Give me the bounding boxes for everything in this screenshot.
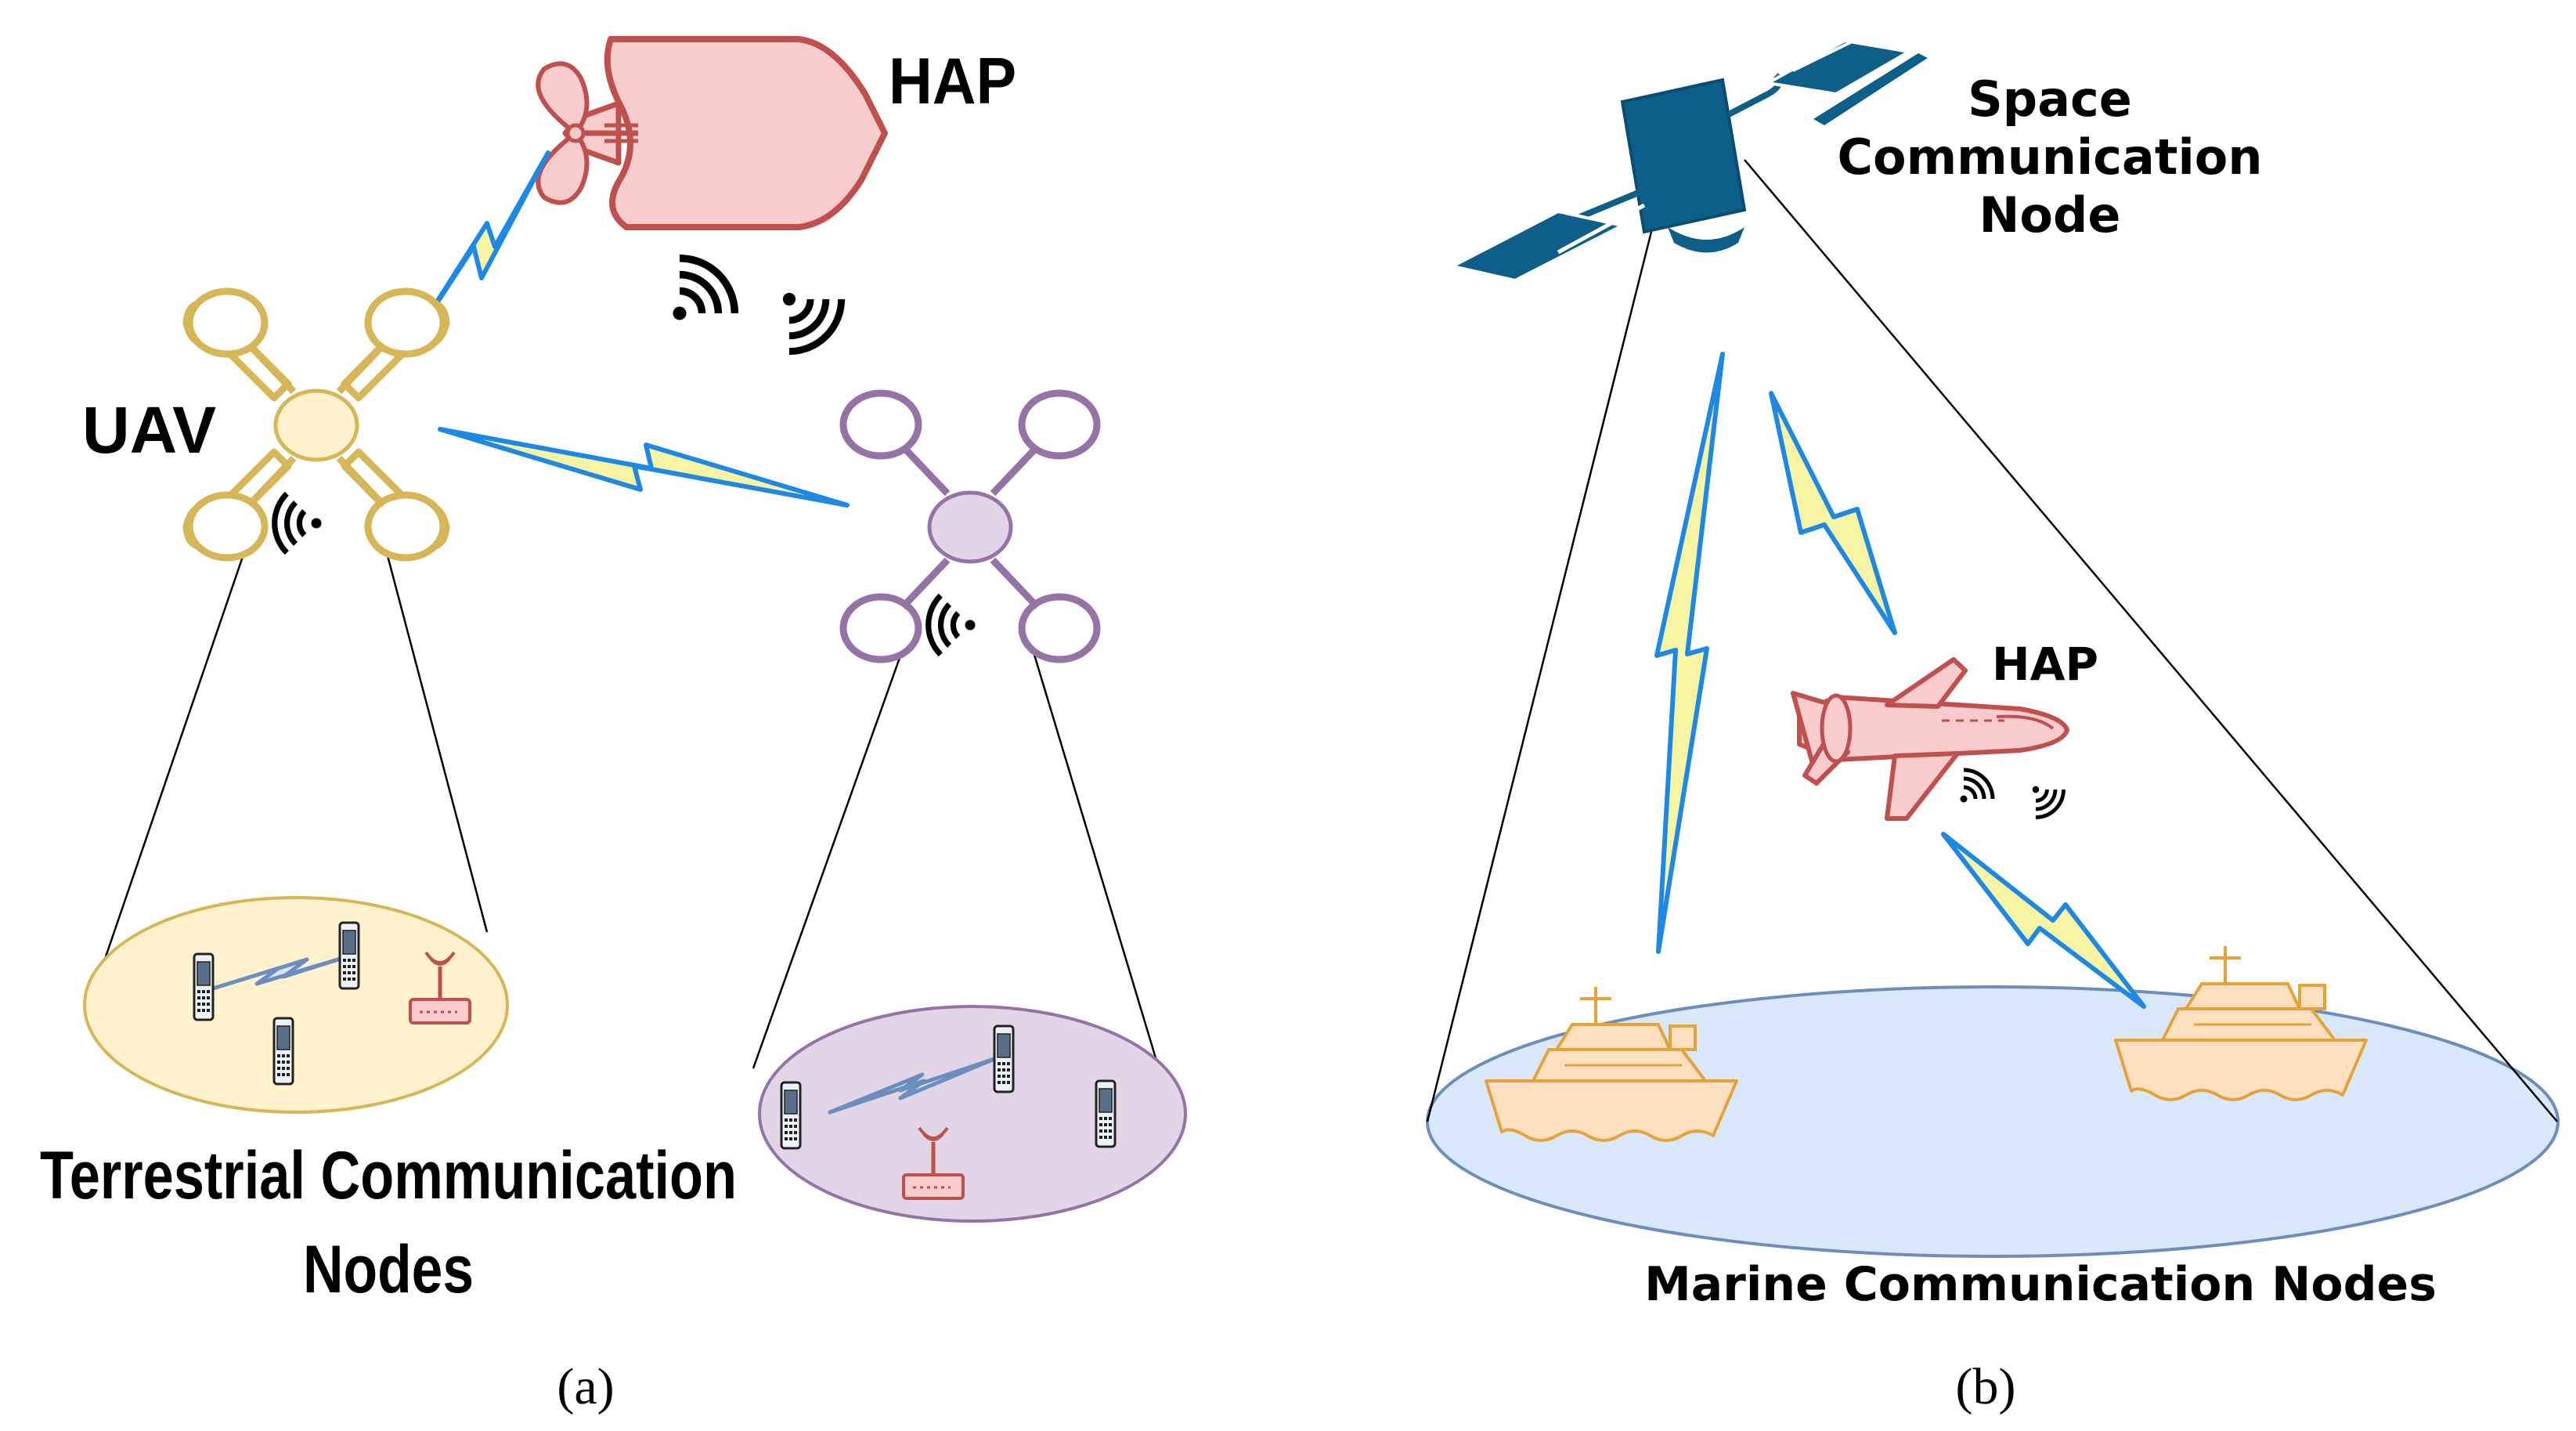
wireless-signal-icon (673, 258, 734, 320)
wireless-link-hap-ship (1941, 832, 2146, 1009)
panel-b: Space Communication Node HAP Marine Comm… (1426, 34, 2560, 1415)
uav-drone-icon (839, 389, 1101, 663)
hap-airship-icon (536, 36, 888, 230)
mobile-phone-icon (780, 1081, 802, 1150)
caption-a: (a) (557, 1358, 614, 1415)
marine-nodes-label: Marine Communication Nodes (1644, 1257, 2437, 1312)
wireless-link-hap-uav (405, 150, 550, 351)
space-node-label-line1: Space (1968, 70, 2132, 128)
wireless-link-space-ship (1654, 352, 1725, 954)
space-node-label-line2: Communication (1837, 128, 2262, 186)
uav1-coverage-line-right (384, 549, 489, 933)
terrestrial-nodes-label-line2: Nodes (303, 1232, 474, 1307)
uav-drone-icon (182, 287, 450, 562)
mobile-phone-icon (1095, 1079, 1117, 1148)
satellite-coverage-line-right (1744, 159, 2558, 1122)
wireless-signal-icon (1961, 770, 1993, 803)
satellite-icon (1448, 34, 1928, 288)
mobile-phone-icon (193, 952, 215, 1021)
mobile-phone-icon (993, 1024, 1015, 1093)
uav1-coverage-line-left (100, 549, 247, 969)
caption-b: (b) (1956, 1358, 2016, 1415)
wireless-signal-icon (783, 293, 842, 352)
hap-label: HAP (889, 45, 1016, 118)
wireless-signal-icon (2033, 786, 2064, 818)
wireless-link-space-hap (1769, 391, 1897, 635)
terrestrial-area-1 (83, 896, 509, 1114)
hap-label-b: HAP (1992, 638, 2098, 691)
terrestrial-area-2 (758, 1005, 1187, 1223)
mobile-phone-icon (338, 921, 360, 990)
panel-a: HAP (40, 36, 1187, 1415)
hap-aircraft-icon (1791, 657, 2069, 821)
uav-label: UAV (82, 393, 216, 467)
uav2-coverage-line-left (752, 646, 905, 1069)
space-node-label-line3: Node (1979, 186, 2121, 244)
uav2-coverage-line-right (1030, 646, 1160, 1069)
mobile-phone-icon (272, 1017, 294, 1086)
satellite-coverage-line-left (1426, 228, 1654, 1122)
terrestrial-nodes-label-line1: Terrestrial Communication (40, 1138, 737, 1213)
wireless-link-uav-uav (438, 427, 850, 508)
